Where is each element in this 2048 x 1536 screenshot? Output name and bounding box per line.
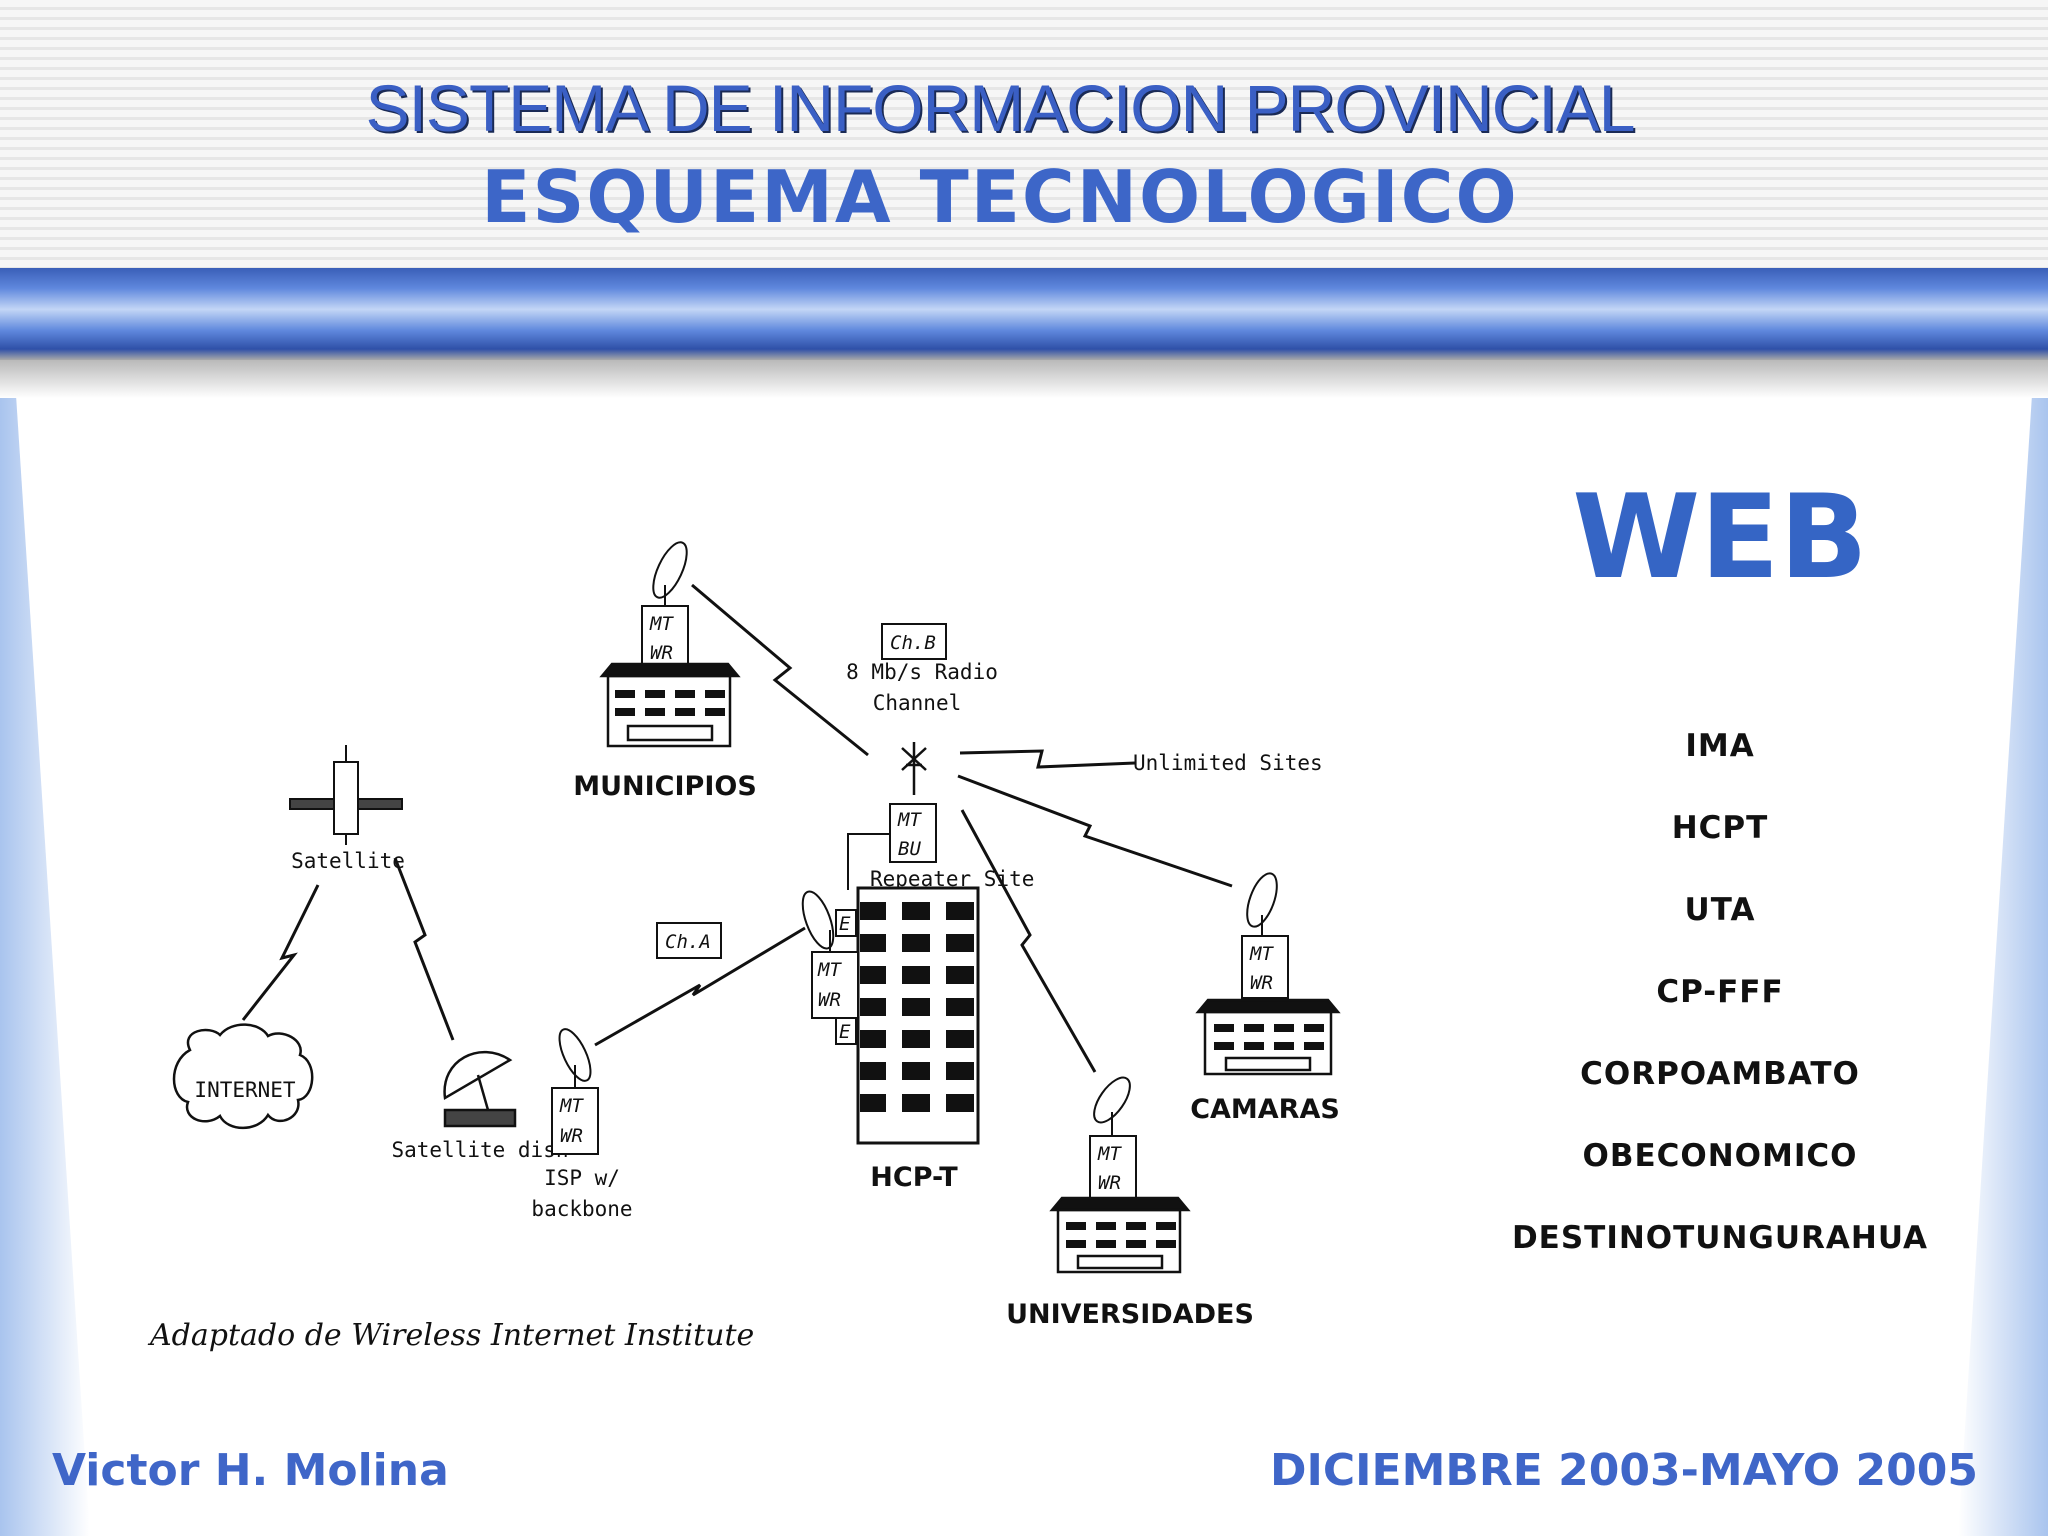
hcpt-label: HCP-T [870, 1162, 958, 1193]
svg-text:WR: WR [1098, 1172, 1121, 1194]
page-subtitle: ESQUEMA TECNOLOGICO [481, 155, 1519, 239]
hcpt-mt-wr-box: MT WR [811, 951, 859, 1019]
header-band [0, 268, 2048, 360]
svg-text:BU: BU [898, 838, 921, 860]
svg-text:MT: MT [559, 1095, 584, 1117]
channel-a-box [656, 922, 722, 959]
svg-text:MT: MT [817, 959, 842, 981]
universidades-antenna-icon [1093, 1076, 1131, 1136]
svg-text:E: E [839, 913, 851, 935]
channel-b-box [881, 623, 947, 660]
hcpt-building-icon [856, 886, 980, 1145]
wireless-links [241, 583, 1233, 1073]
repeater-cable [847, 833, 890, 890]
hcpt-e-boxes: E E [835, 909, 857, 1045]
link-satellite-internet [241, 884, 320, 1021]
svg-text:MT: MT [1097, 1143, 1122, 1165]
svg-text:MT: MT [1249, 943, 1274, 965]
page-title: SISTEMA DE INFORMACION PROVINCIAL [365, 71, 1636, 145]
svg-text:WR: WR [560, 1125, 583, 1147]
universidades-label: UNIVERSIDADES [1006, 1299, 1254, 1330]
channel-a-label: Ch.A [665, 931, 711, 953]
isp-antenna-icon [558, 1028, 592, 1088]
municipios-mt-wr-box: MT WR [641, 605, 689, 669]
radio-channel-line1: 8 Mb/s Radio [846, 660, 998, 684]
web-site-item: OBECONOMICO [1582, 1138, 1858, 1174]
svg-text:WR: WR [1250, 972, 1273, 994]
satellite-dish-label: Satellite dish [391, 1138, 568, 1162]
credit-note: Adaptado de Wireless Internet Institute [150, 1318, 755, 1353]
universidades-mt-wr-box: MT WR [1089, 1135, 1137, 1199]
web-site-item: CORPOAMBATO [1580, 1056, 1860, 1092]
svg-text:E: E [839, 1021, 851, 1043]
radio-channel-line2: Channel [873, 691, 962, 715]
camaras-building-icon [1195, 998, 1341, 1076]
universidades-building-icon [1049, 1196, 1191, 1274]
footer-date: DICIEMBRE 2003-MAYO 2005 [1269, 1445, 1978, 1496]
web-site-item: CP-FFF [1656, 974, 1784, 1010]
svg-text:WR: WR [650, 642, 673, 664]
web-site-item: DESTINOTUNGURAHUA [1511, 1220, 1929, 1256]
web-heading: WEB [1572, 470, 1868, 605]
satellite-icon [289, 745, 403, 845]
satellite-label: Satellite [291, 849, 405, 873]
link-repeater-universidades [960, 809, 1097, 1073]
isp-label-line1: ISP w/ [544, 1166, 620, 1190]
link-repeater-unlimited [959, 749, 1136, 769]
web-site-item: UTA [1684, 892, 1756, 928]
municipios-antenna-icon [652, 541, 688, 606]
municipios-building-icon [599, 662, 741, 748]
internet-label: INTERNET [194, 1078, 296, 1102]
link-satellite-dish [393, 857, 455, 1041]
camaras-label: CAMARAS [1190, 1094, 1340, 1125]
repeater-mt-bu-box: MT BU [889, 803, 937, 863]
link-municipios-repeater [691, 583, 869, 757]
web-site-item: HCPT [1671, 810, 1769, 846]
link-isp-hcpt [594, 926, 806, 1047]
svg-text:WR: WR [818, 989, 841, 1011]
svg-text:MT: MT [897, 809, 922, 831]
satellite-dish-icon [443, 1050, 517, 1128]
web-site-item: IMA [1685, 728, 1755, 764]
header-shadow [0, 360, 2048, 398]
header-stripes [0, 0, 2048, 270]
link-repeater-camaras [957, 774, 1233, 888]
municipios-label: MUNICIPIOS [573, 771, 757, 802]
channel-b-label: Ch.B [890, 632, 936, 654]
isp-mt-wr-box: MT WR [551, 1087, 599, 1155]
unlimited-sites-label: Unlimited Sites [1133, 751, 1323, 775]
footer-author: Victor H. Molina [52, 1445, 449, 1496]
svg-text:MT: MT [649, 613, 674, 635]
cloud-icon [172, 1023, 314, 1130]
hcpt-antenna-icon [801, 890, 835, 955]
repeater-tower-icon [901, 742, 927, 795]
camaras-antenna-icon [1246, 872, 1278, 936]
camaras-mt-wr-box: MT WR [1241, 935, 1289, 999]
isp-label-line2: backbone [531, 1197, 632, 1221]
